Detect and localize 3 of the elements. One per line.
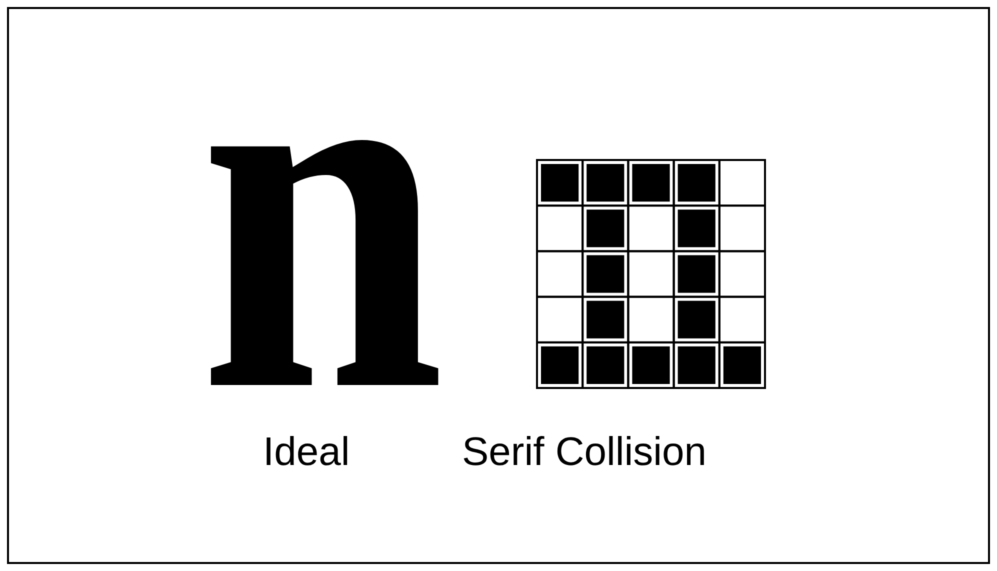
caption-label: Serif Collision (462, 432, 707, 472)
letter-glyph: n (205, 110, 440, 395)
caption-label: Ideal (263, 432, 350, 472)
